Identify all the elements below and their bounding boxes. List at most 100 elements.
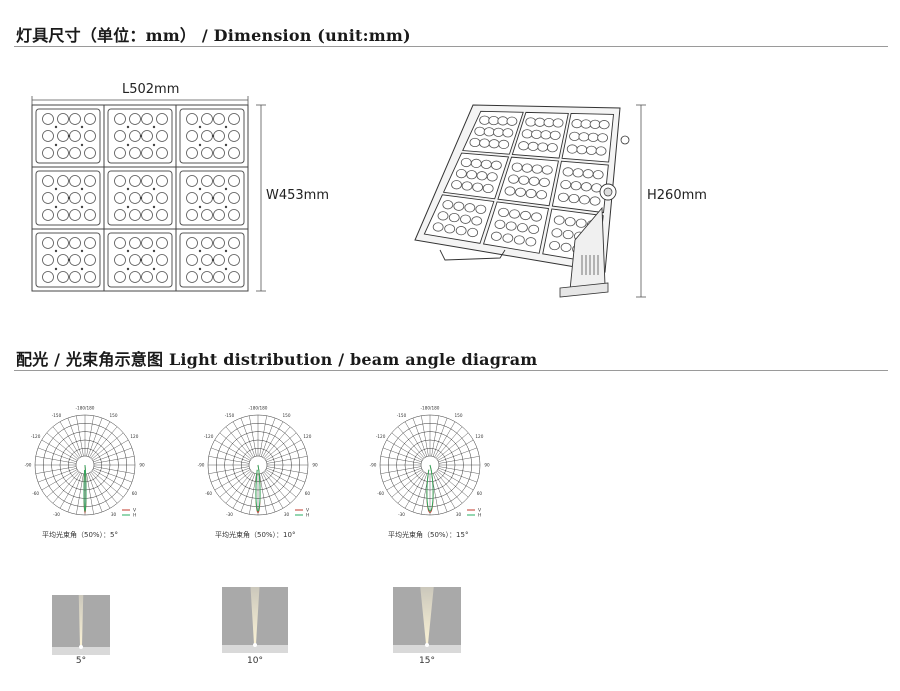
polar-tick-label: 30 [284,512,290,517]
led-lens [129,130,141,142]
legend-h-label: H [478,513,481,519]
polar-tick-label: 120 [303,434,311,439]
polar-tick-label: 60 [477,491,483,496]
polar-tick-label: -30 [53,512,60,517]
led-lens [57,113,69,125]
led-lens [186,147,198,159]
polar-tick-label: 150 [455,413,463,418]
led-lens [57,271,69,283]
led-lens [228,113,240,125]
led-lens [228,237,240,249]
led-lens [156,237,168,249]
led-lens [114,147,126,159]
polar-tick-label: -120 [31,434,41,439]
led-lens [549,130,561,140]
led-lens [141,147,153,159]
led-lens [84,113,96,125]
dimension-section-divider [14,46,888,47]
screw-dot [126,249,130,253]
led-lens [569,131,580,141]
led-lens [114,254,126,266]
led-lens [572,168,584,178]
screw-dot [224,143,228,147]
led-lens [129,254,141,266]
led-lens [156,175,168,187]
polar-tick-label: 150 [110,413,118,418]
polar-tick-label: 90 [312,463,318,468]
led-lens [114,237,126,249]
led-lens [114,209,126,221]
led-lens [186,254,198,266]
led-lens [114,113,126,125]
led-lens [141,271,153,283]
beam-label-15deg: 15° [419,656,435,666]
led-lens [564,217,576,227]
front-view-drawing [31,96,266,292]
led-lens [201,254,213,266]
polar-caption-15deg: 平均光束角（50%）：15° [388,531,469,539]
led-lens [490,160,502,170]
screw-dot [224,205,228,209]
led-lens [186,237,198,249]
led-lens [129,271,141,283]
led-lens [479,138,490,148]
polar-tick-label: -180/180 [249,406,268,411]
polar-tick-label: -150 [225,413,235,418]
led-lens [442,200,454,210]
length-dimension-label: L502mm [122,82,180,97]
h-curve [83,464,87,513]
led-lens [466,170,478,180]
led-lens [437,211,449,221]
height-dimension-label: H260mm [647,188,707,203]
screw-dot [139,134,143,138]
legend-v-label: V [133,508,137,514]
screw-dot [80,267,84,271]
led-lens [461,181,473,191]
led-lens [156,271,168,283]
led-lens [129,147,141,159]
light-source [253,643,257,647]
led-lens [186,113,198,125]
led-lens [552,118,564,128]
led-lens [505,221,517,231]
led-lens [114,175,126,187]
led-lens [525,117,537,127]
led-lens [448,212,460,223]
screw-dot [126,267,130,271]
led-lens [549,240,560,251]
led-lens [186,130,198,142]
polar-tick-label: 120 [130,434,138,439]
led-lens [186,209,198,221]
led-lens [498,139,510,150]
screw-dot [54,143,58,147]
led-lens [57,254,69,266]
screw-dot [211,134,215,138]
led-lens [504,186,516,196]
led-lens [553,215,565,225]
led-lens [543,117,555,128]
screw-dot [54,249,58,253]
led-lens [69,175,81,187]
led-lens [531,129,542,139]
led-lens [57,237,69,249]
h-curve [426,464,434,512]
led-lens [502,233,514,243]
led-lens [84,271,96,283]
led-lens [587,132,599,142]
led-lens [141,254,153,266]
polar-caption-10deg: 平均光束角（50%）：10° [215,531,296,539]
led-lens [455,226,467,236]
led-lens [513,235,525,245]
led-lens [494,219,506,229]
polar-tick-label: -150 [52,413,62,418]
polar-tick-label: -60 [205,491,212,496]
polar-tick-label: -30 [226,512,233,517]
led-lens [156,147,168,159]
led-lens [460,214,471,224]
led-lens [497,116,509,126]
led-lens [562,167,574,177]
led-lens [42,175,54,187]
led-lens [475,204,487,214]
led-lens [589,196,601,206]
led-lens [129,113,141,125]
